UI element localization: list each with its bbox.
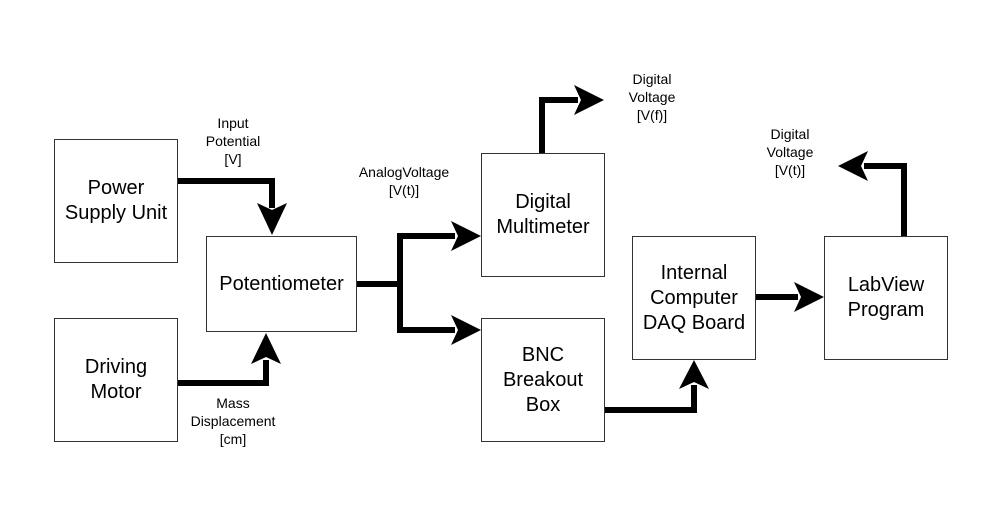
node-bnc-breakout-box: BNC Breakout Box xyxy=(481,318,605,442)
arrowhead-up-icon xyxy=(679,360,709,389)
edge-label-analog-voltage: AnalogVoltage [V(t)] xyxy=(358,164,450,198)
node-labview-program: LabView Program xyxy=(824,236,948,360)
arrowhead-up-icon xyxy=(251,333,281,364)
arrowhead-right-icon xyxy=(451,315,481,345)
arrowhead-down-icon xyxy=(257,203,287,235)
edge-label-input-potential: Input Potential [V] xyxy=(205,115,261,167)
node-power-supply-unit: Power Supply Unit xyxy=(54,139,178,263)
connector-labview-output xyxy=(864,163,907,236)
connector-potentiometer-to-multimeter xyxy=(397,233,455,284)
connector-bnc-to-daq xyxy=(604,385,697,413)
connector-motor-to-potentiometer xyxy=(178,360,269,386)
edge-label-digital-voltage-vt: Digital Voltage [V(t)] xyxy=(766,126,814,178)
connector-multimeter-output xyxy=(539,97,578,153)
node-potentiometer: Potentiometer xyxy=(206,236,357,332)
arrowhead-right-icon xyxy=(451,221,481,251)
connector-power-to-potentiometer xyxy=(178,178,275,208)
node-daq-board: Internal Computer DAQ Board xyxy=(632,236,756,360)
connector-potentiometer-to-bnc xyxy=(397,284,455,333)
arrowhead-left-icon xyxy=(838,151,868,181)
arrowhead-right-icon xyxy=(574,85,604,115)
node-digital-multimeter: Digital Multimeter xyxy=(481,153,605,277)
edge-label-digital-voltage-vf: Digital Voltage [V(f)] xyxy=(628,71,676,123)
node-driving-motor: Driving Motor xyxy=(54,318,178,442)
edge-label-mass-displacement: Mass Displacement [cm] xyxy=(190,395,276,447)
arrowhead-right-icon xyxy=(794,282,824,312)
